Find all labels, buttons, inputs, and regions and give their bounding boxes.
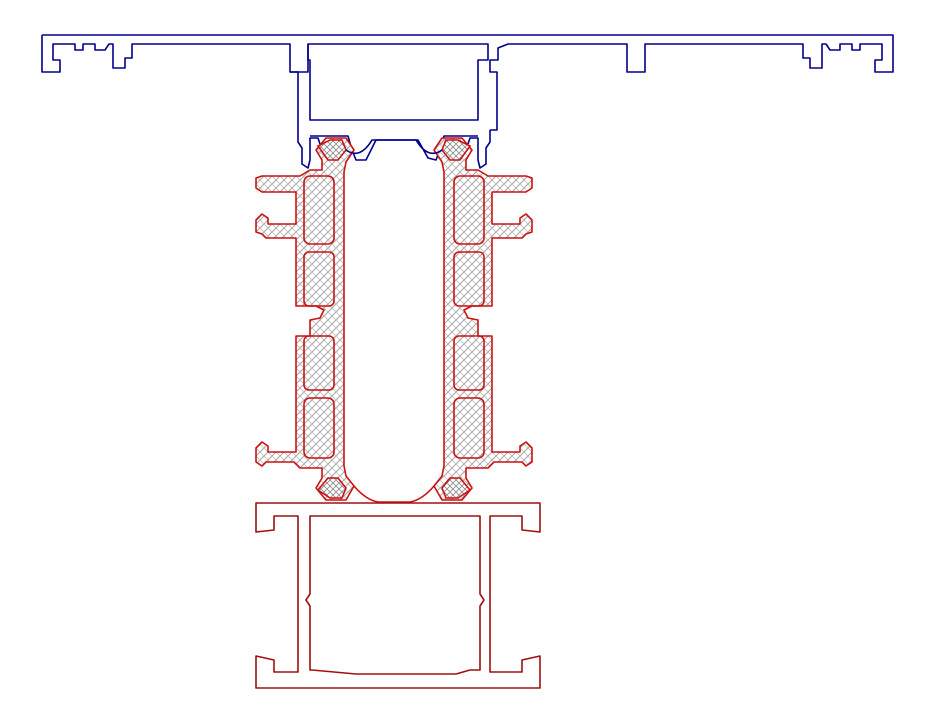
top-flange-outline [41,34,894,131]
left-bottom-bulb [316,477,347,499]
bottom-box-profile [255,502,541,689]
bottom-profile-outline [255,502,541,689]
right-cavity-4 [453,397,485,459]
top-left-leg [290,71,321,169]
left-thermal-break-strip [255,137,355,501]
center-bottom-curve [353,485,435,503]
left-cavity-2 [303,251,335,307]
right-strip-outline [433,137,533,501]
top-right-leg [467,130,491,169]
right-bottom-bulb [441,477,472,499]
right-cavity-2 [453,251,485,307]
left-strip-outline [255,137,355,501]
right-thermal-break-strip [433,137,533,501]
left-cavity-4 [303,397,335,459]
bottom-box-chamber [305,515,485,675]
center-top-curve [345,139,443,155]
top-box-chamber [307,43,489,121]
left-cavity-1 [303,175,335,245]
right-cavity-1 [453,175,485,245]
left-cavity-3 [303,335,335,391]
right-cavity-3 [453,335,485,391]
